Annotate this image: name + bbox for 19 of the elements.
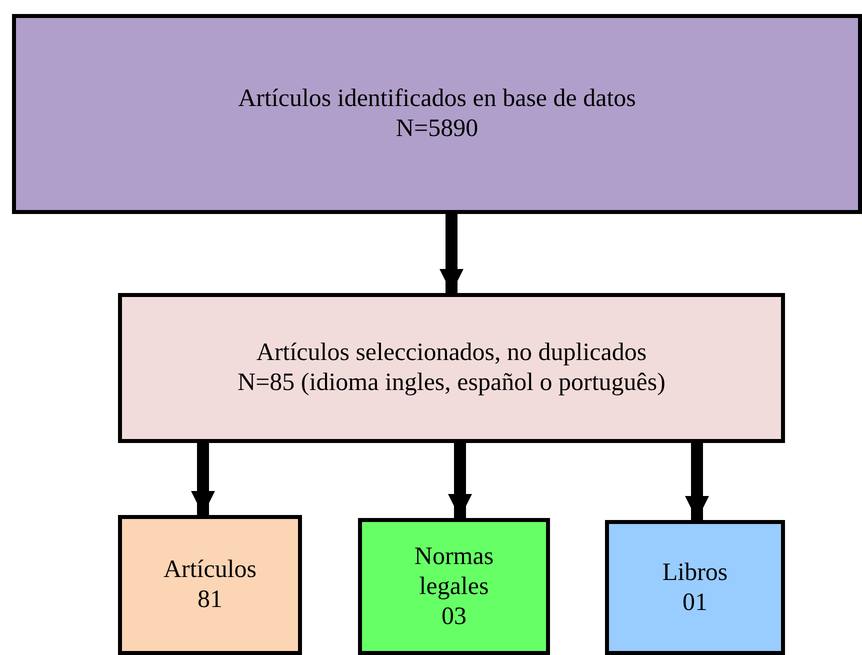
box-text: Artículos identificados en base de datos <box>238 84 636 114</box>
box-text: Artículos <box>163 555 257 585</box>
process-box <box>118 293 785 443</box>
box-text: Artículos seleccionados, no duplicados <box>256 338 647 368</box>
box-text: N=5890 <box>396 114 478 144</box>
box-text: 01 <box>682 588 708 618</box>
arrow <box>191 443 215 515</box>
process-box <box>118 515 302 655</box>
arrow <box>448 443 472 518</box>
box-text: 03 <box>442 602 466 632</box>
process-box <box>358 518 550 655</box>
process-box <box>605 520 785 655</box>
box-text: Libros <box>662 558 728 588</box>
box-text: Normas legales <box>413 542 495 602</box>
process-box <box>12 14 862 214</box>
arrow <box>440 214 464 293</box>
arrow <box>685 443 709 520</box>
box-text: N=85 (idioma ingles, español o português) <box>238 368 666 398</box>
box-text: 81 <box>198 585 222 615</box>
